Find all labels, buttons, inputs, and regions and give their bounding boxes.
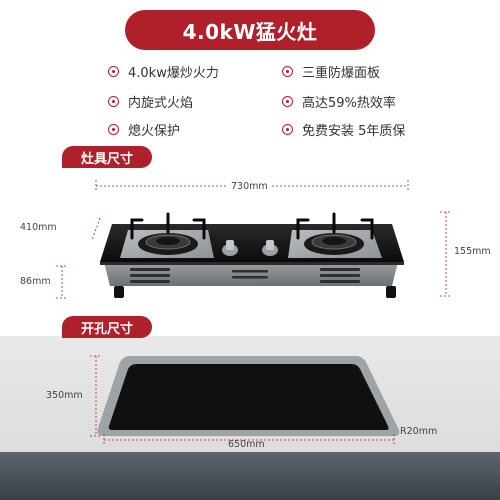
dim-line-hole-depth bbox=[90, 355, 102, 437]
gas-stove bbox=[100, 212, 404, 298]
feature-item: 内旋式火焰 bbox=[108, 92, 193, 111]
feature-item: 熄火保护 bbox=[108, 120, 180, 139]
dim-line-height bbox=[440, 211, 452, 297]
section-tab-cooker-size: 灶具尺寸 bbox=[62, 146, 152, 168]
feature-text: 熄火保护 bbox=[128, 124, 181, 139]
bullet-icon bbox=[108, 124, 119, 135]
feature-item: 免费安装 5年质保 bbox=[282, 120, 405, 139]
dim-label-depth: 410mm bbox=[20, 222, 57, 233]
section-tab-hole-size: 开孔尺寸 bbox=[62, 316, 152, 338]
dim-line-bottom bbox=[56, 265, 68, 299]
feature-text: 三重防爆面板 bbox=[302, 66, 381, 81]
bullet-icon bbox=[282, 66, 293, 77]
bullet-icon bbox=[282, 124, 293, 135]
dim-label-bottom-height: 86mm bbox=[20, 276, 51, 287]
dim-label-hole-depth: 350mm bbox=[46, 390, 83, 401]
feature-text: 高达59%热效率 bbox=[302, 96, 396, 111]
cutout-hole bbox=[97, 356, 400, 436]
bullet-icon bbox=[282, 96, 293, 107]
feature-item: 高达59%热效率 bbox=[282, 92, 396, 111]
feature-text: 内旋式火焰 bbox=[128, 96, 194, 111]
dim-label-hole-width: 650mm bbox=[228, 439, 265, 450]
dim-line-depth bbox=[91, 217, 101, 241]
product-title: 4.0kW猛火灶 bbox=[125, 10, 375, 50]
dim-label-radius: R20mm bbox=[400, 426, 438, 437]
bullet-icon bbox=[108, 66, 119, 77]
feature-text: 免费安装 5年质保 bbox=[302, 124, 406, 139]
bullet-icon bbox=[108, 96, 119, 107]
countertop-edge bbox=[0, 452, 500, 500]
feature-item: 三重防爆面板 bbox=[282, 62, 380, 81]
dim-label-height: 155mm bbox=[454, 246, 491, 257]
feature-item: 4.0kw爆炒火力 bbox=[108, 62, 219, 81]
feature-text: 4.0kw爆炒火力 bbox=[128, 66, 219, 81]
dim-line-hole-width bbox=[103, 434, 395, 446]
dim-label-width: 730mm bbox=[228, 181, 271, 192]
